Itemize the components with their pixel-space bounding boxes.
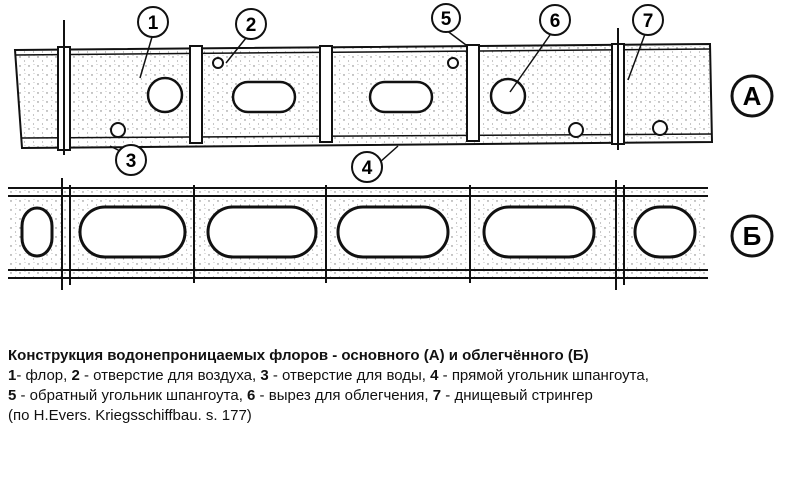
leader-lines [109,29,646,163]
callout-3: 3 [115,144,147,176]
floor-lightened-b [8,178,708,290]
legend-num-5: 5 [8,387,17,404]
legend-num-3: 3 [260,367,269,384]
frames-b [61,178,625,290]
water-hole [110,122,126,138]
svg-text:5: 5 [441,9,452,30]
legend-text-4: - прямой угольник шпангоута, [438,367,649,384]
legend-num-2: 2 [71,367,80,384]
svg-text:7: 7 [643,11,654,32]
legend-num-4: 4 [430,367,439,384]
lightening-holes-b [20,205,697,259]
air-hole [212,57,224,69]
floor-diagram: 1 2 5 6 7 3 4 А [8,3,774,290]
legend-num-7: 7 [432,387,442,404]
svg-text:6: 6 [550,11,561,32]
water-hole [568,122,584,138]
callout-4: 4 [351,151,383,183]
frames-a [57,20,625,155]
callouts: 1 2 5 6 7 3 4 [115,3,664,183]
caption-source: (по H.Evers. Kriegsschiffbau. s. 177) [8,407,252,424]
view-label-b: Б [730,214,774,258]
legend-text-1: - флор, [16,367,72,384]
air-hole [447,57,459,69]
water-hole [652,120,668,136]
lightening-hole-round [146,76,184,114]
view-label-a: А [730,74,774,118]
callout-5: 5 [431,3,461,33]
legend-text-5: - обратный угольник шпангоута, [16,387,248,404]
legend-text-3: - отверстие для воды, [268,367,431,384]
lightening-hole-oval [368,80,434,114]
figure-caption: Конструкция водонепроницаемых флоров - о… [8,346,794,426]
svg-text:1: 1 [148,13,159,34]
callout-7: 7 [632,4,664,36]
legend-text-6: - вырез для облегчения, [255,387,433,404]
callout-6: 6 [539,4,571,36]
caption-title: Конструкция водонепроницаемых флоров - о… [8,347,589,364]
legend-num-1: 1 [8,367,17,384]
callout-2: 2 [235,8,267,40]
svg-text:4: 4 [362,158,373,179]
caption-legend: 1- флор, 2 - отверстие для воздуха, 3 - … [8,366,794,406]
lightening-hole-oval [231,80,297,114]
svg-text:Б: Б [743,221,762,251]
callout-1: 1 [137,6,169,38]
lightening-hole-round [489,77,527,115]
legend-num-6: 6 [247,387,256,404]
legend-text-7: - днищевый стрингер [441,387,593,404]
floor-main-a [13,20,714,155]
svg-text:2: 2 [246,15,257,36]
svg-text:А: А [743,81,762,111]
legend-text-2: - отверстие для воздуха, [79,367,261,384]
svg-text:3: 3 [126,151,137,172]
